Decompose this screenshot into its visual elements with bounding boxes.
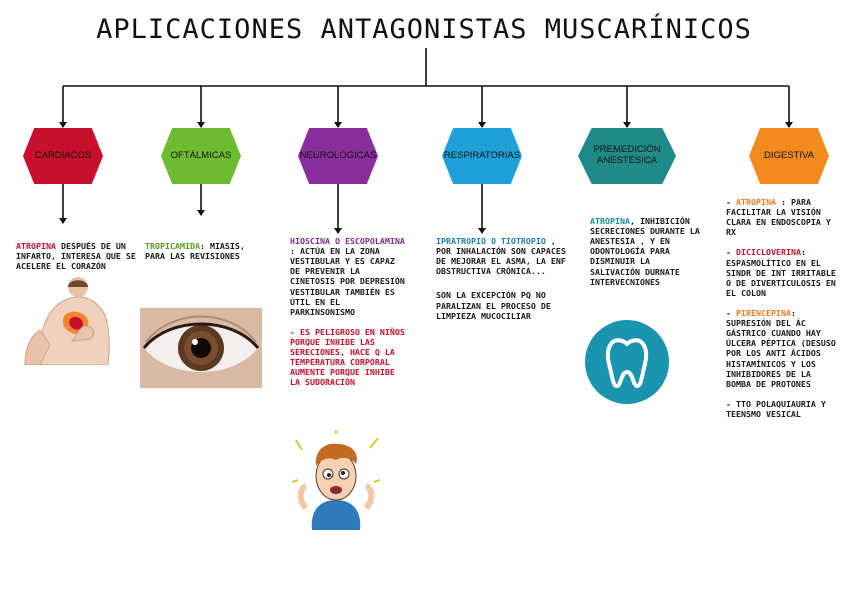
drug-name: DICICLOVERINA (736, 247, 801, 258)
premedicacion-text: ATROPINA, INHIBICIÓN SECRECIONES DURANTE… (590, 216, 702, 297)
drug-name: IPRATROPIO O TIOTROPIO (436, 236, 546, 246)
category-respiratorias: RESPIRATORIAS (442, 128, 522, 184)
heart-attack-illustration (24, 277, 110, 365)
bullet: - (726, 307, 736, 318)
description: : ACTÚA EN LA ZONA VESTIBULAR Y ES CAPAZ… (290, 246, 405, 317)
oftalmicas-text: TROPICAMIDA: MIASIS, PARA LAS REVISIONES (145, 241, 265, 271)
description: : ESPASMOLÍTICO EN EL SINDR DE INT IRRIT… (726, 247, 836, 298)
description: - TTO POLAQUIAURIA Y TEENSMO VESICAL (726, 398, 826, 419)
drug-name: HIOSCINA O ESCOPOLAMINA (290, 236, 405, 246)
drug-name: PIRENCEPINA (736, 307, 791, 318)
description: DESPUÉS DE UN INFARTO, INTERESA QUE SE A… (16, 241, 136, 272)
eye-illustration (140, 308, 262, 388)
category-premedicacion: PREMEDICIÓN ANESTÉSICA (578, 128, 676, 184)
drug-name: ATROPINA (590, 216, 630, 226)
cardiacos-text: ATROPINA DESPUÉS DE UN INFARTO, INTERESA… (16, 241, 136, 281)
digestiva-text: - ATROPINA : PARA FACILITAR LA VISIÓN CL… (726, 197, 840, 429)
description: : SUPRESIÓN DEL ÁC GÁSTRICO CUANDO HAY Ú… (726, 307, 836, 389)
respiratorias-text: IPRATROPIO O TIOTROPIO , POR INHALACIÓN … (436, 236, 566, 331)
category-label: RESPIRATORIAS (443, 149, 521, 161)
warning-text: - ES PELIGROSO EN NIÑOS PORQUE INHIBE LA… (290, 326, 405, 388)
tooth-icon (585, 320, 669, 404)
category-cardiacos: CARDIACOS (23, 128, 103, 184)
drug-name: ATROPINA (16, 241, 56, 251)
drug-name: ATROPINA (736, 197, 776, 207)
note-text: SON LA EXCEPCIÓN PQ NO PARALIZAN EL PROC… (436, 290, 551, 321)
description: , INHIBICIÓN SECRECIONES DURANTE LA ANES… (590, 216, 700, 287)
category-label: DIGESTIVA (764, 149, 814, 161)
page-title: APLICACIONES ANTAGONISTAS MUSCARÍNICOS (96, 14, 752, 45)
neurologicas-text: HIOSCINA O ESCOPOLAMINA : ACTÚA EN LA ZO… (290, 236, 408, 398)
category-oftalmicas: OFTÁLMICAS (161, 128, 241, 184)
category-label: OFTÁLMICAS (170, 149, 232, 161)
category-neurologicas: NEUROLÓGICAS (298, 128, 378, 184)
category-label: CARDIACOS (34, 149, 92, 161)
bullet: - (726, 197, 736, 207)
description: : MIASIS, PARA LAS REVISIONES (145, 241, 245, 262)
bullet: - (726, 247, 736, 258)
description: , POR INHALACIÓN SON CAPACES DE MEJORAR … (436, 236, 566, 277)
dizzy-person-illustration (292, 430, 380, 530)
category-label: NEUROLÓGICAS (299, 149, 377, 161)
drug-name: TROPICAMIDA (145, 241, 200, 251)
description: : PARA FACILITAR LA VISIÓN CLARA EN ENDO… (726, 197, 831, 238)
category-label: PREMEDICIÓN ANESTÉSICA (593, 144, 661, 166)
category-digestiva: DIGESTIVA (749, 128, 829, 184)
